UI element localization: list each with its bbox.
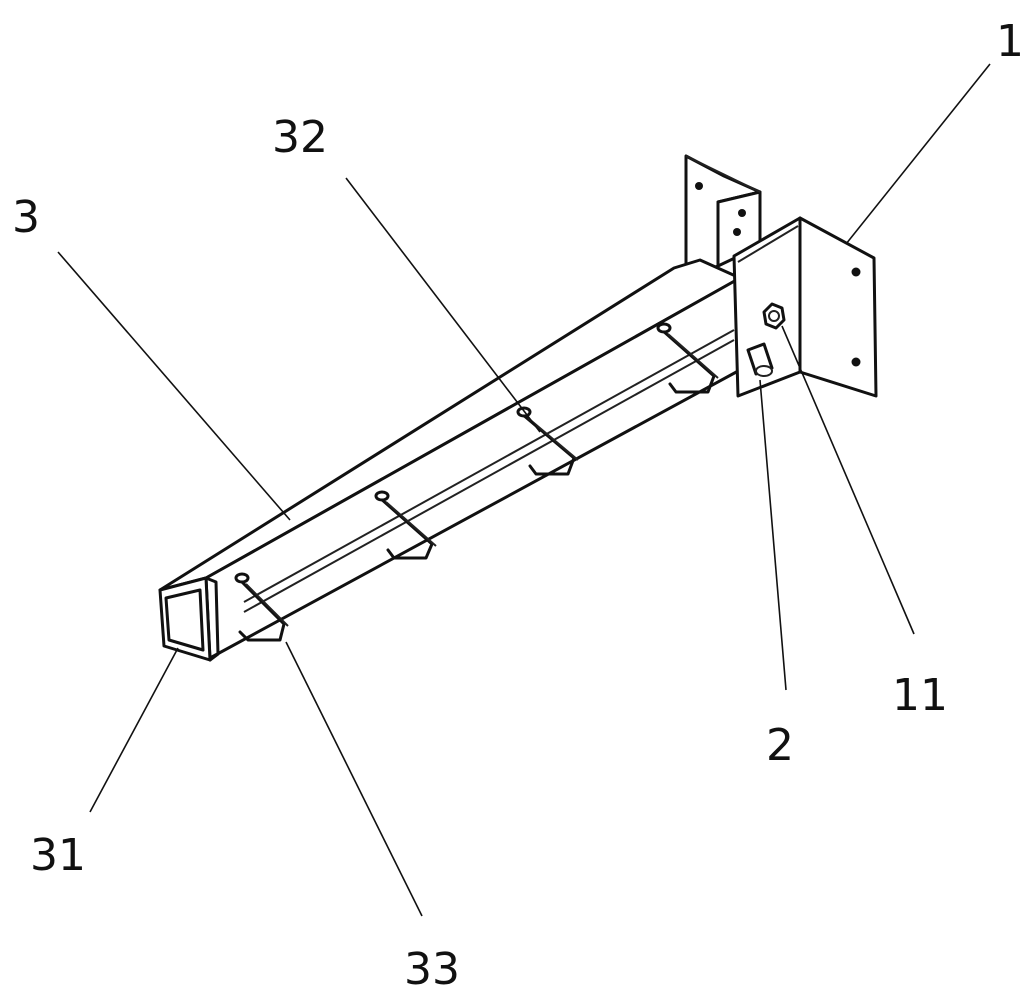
label-33: 33 <box>404 944 460 991</box>
label-11: 11 <box>892 670 948 721</box>
rear-bracket-hole-icon <box>738 209 746 217</box>
label-1: 1 <box>996 16 1024 67</box>
leader-line-11 <box>781 325 915 635</box>
front-bracket-hole-icon <box>851 267 861 277</box>
leader-line-1 <box>845 63 991 245</box>
rear-bracket-hole-icon <box>695 182 703 190</box>
label-31: 31 <box>30 830 86 881</box>
bolt-head <box>762 302 786 330</box>
hook <box>234 572 289 642</box>
leader-line-32 <box>345 177 541 433</box>
leader-lines <box>57 63 991 917</box>
hook <box>656 322 719 394</box>
front-bracket-hole-icon <box>851 357 861 367</box>
leader-line-31 <box>89 647 179 813</box>
leader-line-33 <box>285 641 423 917</box>
reference-numerals: 1 11 2 3 31 32 33 <box>12 16 1024 991</box>
label-3: 3 <box>12 192 40 243</box>
leader-line-2 <box>759 379 787 691</box>
label-2: 2 <box>766 720 794 771</box>
square-tube-arm <box>158 258 742 660</box>
label-32: 32 <box>272 112 328 163</box>
leader-line-3 <box>57 251 291 521</box>
hook <box>374 490 437 560</box>
end-cap <box>158 576 220 662</box>
rear-bracket-hole-icon <box>733 228 741 236</box>
pin <box>746 342 774 377</box>
